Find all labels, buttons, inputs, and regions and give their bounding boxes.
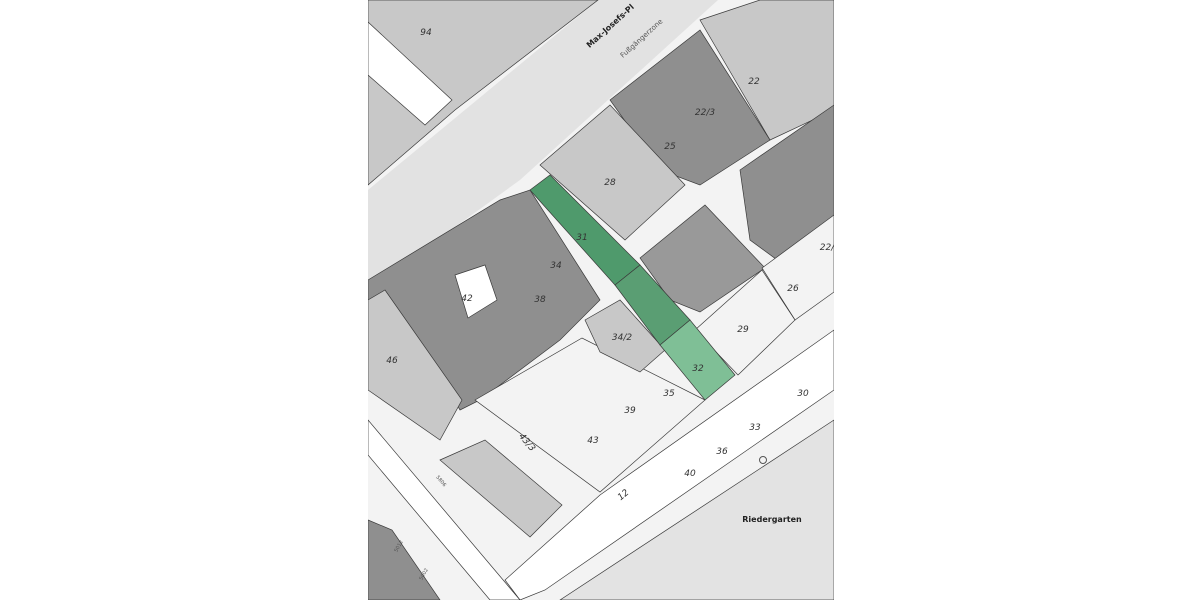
parcel-29 <box>694 269 796 376</box>
highlight-parcel-32[interactable] <box>659 319 736 401</box>
parcel-label: 34/2 <box>612 333 632 343</box>
block-bottom-left <box>368 519 441 600</box>
parcel-label: 43 <box>587 436 599 446</box>
parcel-label: 39 <box>624 406 636 416</box>
street-lower <box>504 329 834 600</box>
parcel-label: 22/ <box>820 243 834 253</box>
parcel-label: 32 <box>692 364 704 374</box>
parcel-34-2 <box>584 299 666 373</box>
open-yard <box>368 21 453 126</box>
parcel-42 <box>454 264 498 319</box>
block-94 <box>368 0 599 186</box>
parcel-label: 29 <box>737 325 749 335</box>
parcel-label: 30 <box>797 389 809 399</box>
parcel-label: 28 <box>604 178 616 188</box>
parcel-label: 94 <box>420 28 432 38</box>
parcel-label: 25 <box>664 142 676 152</box>
parcel-label: 26 <box>787 284 799 294</box>
riedergarten-area <box>559 419 834 600</box>
street-max-josefs-platz <box>368 0 718 290</box>
parcel-label: 5012 <box>393 539 405 553</box>
map-canvas: Max-Josefs-Pl Fußgängerzone Riedergarten… <box>368 0 834 600</box>
parcel-label: 22 <box>748 77 760 87</box>
street-left <box>368 419 521 600</box>
parcel-label: 5002 <box>418 567 430 581</box>
park-label: Riedergarten <box>742 515 802 524</box>
parcel-label: 22/3 <box>695 108 715 118</box>
parcel-label: 35 <box>663 389 675 399</box>
parcel-43-3 <box>439 439 563 538</box>
parcel-label: 33 <box>749 423 761 433</box>
cadastral-map[interactable]: Max-Josefs-Pl Fußgängerzone Riedergarten… <box>368 0 834 600</box>
parcel-label: 46 <box>386 356 398 366</box>
parcel-28 <box>539 104 686 241</box>
parcel-label: 34 <box>550 261 562 271</box>
parcel-46 <box>368 289 463 441</box>
parcel-26 <box>761 214 834 321</box>
parcel-label: 38 <box>534 295 546 305</box>
parcel-label: 40 <box>684 469 696 479</box>
parcel-label: 42 <box>461 294 473 304</box>
parcel-22 <box>699 0 834 141</box>
parcel-label: 31 <box>576 233 587 243</box>
parcel-label: 36 <box>716 447 728 457</box>
survey-marker-icon <box>759 456 767 464</box>
